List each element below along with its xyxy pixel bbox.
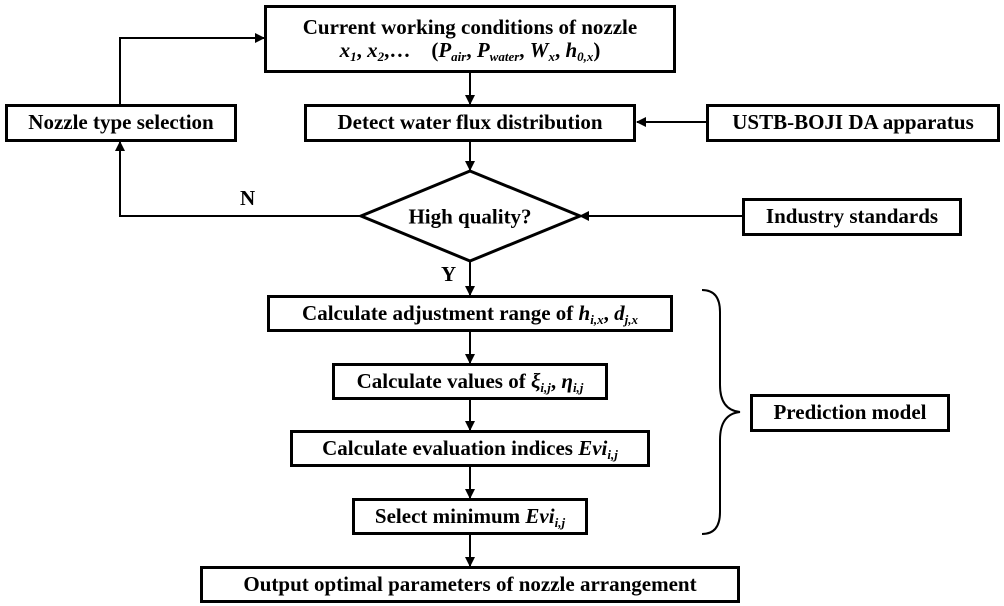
calc-values-box: Calculate values of ξi,j, ηi,j xyxy=(332,363,608,400)
calc-adjustment-box: Calculate adjustment range of hi,x, dj,x xyxy=(267,295,673,332)
select-min-box: Select minimum Evii,j xyxy=(352,498,588,535)
nozzle-type-selection-box: Nozzle type selection xyxy=(5,104,237,142)
prediction-model-label: Prediction model xyxy=(773,400,927,425)
detect-water-flux-label: Detect water flux distribution xyxy=(337,110,603,135)
output-label: Output optimal parameters of nozzle arra… xyxy=(243,571,697,596)
arrow-nozzle-selection-to-conditions xyxy=(119,33,265,104)
current-conditions-variables: x1, x2,… (Pair, Pwater, Wx, h0,x) xyxy=(339,38,601,64)
calc-indices-label: Calculate evaluation indices Evii,j xyxy=(322,435,618,462)
output-box: Output optimal parameters of nozzle arra… xyxy=(200,566,740,603)
decision-diamond xyxy=(357,169,584,263)
detect-water-flux-box: Detect water flux distribution xyxy=(304,104,636,142)
ustb-apparatus-label: USTB-BOJI DA apparatus xyxy=(732,110,974,135)
ustb-apparatus-box: USTB-BOJI DA apparatus xyxy=(706,104,1000,142)
prediction-model-box: Prediction model xyxy=(750,394,950,432)
prediction-model-brace xyxy=(701,289,741,535)
select-min-label: Select minimum Evii,j xyxy=(374,503,566,530)
nozzle-type-selection-label: Nozzle type selection xyxy=(28,110,214,135)
calc-adjustment-label: Calculate adjustment range of hi,x, dj,x xyxy=(302,300,638,327)
edge-label-yes: Y xyxy=(441,262,457,286)
calc-indices-box: Calculate evaluation indices Evii,j xyxy=(290,430,650,467)
edge-label-no: N xyxy=(240,186,256,210)
decision-label: High quality? xyxy=(408,204,532,229)
industry-standards-label: Industry standards xyxy=(765,204,939,229)
current-conditions-box: Current working conditions of nozzle x1,… xyxy=(264,5,676,73)
current-conditions-title: Current working conditions of nozzle xyxy=(302,14,638,39)
calc-values-label: Calculate values of ξi,j, ηi,j xyxy=(356,368,584,395)
arrow-no-to-nozzle-selection xyxy=(115,141,362,217)
industry-standards-box: Industry standards xyxy=(742,198,962,236)
